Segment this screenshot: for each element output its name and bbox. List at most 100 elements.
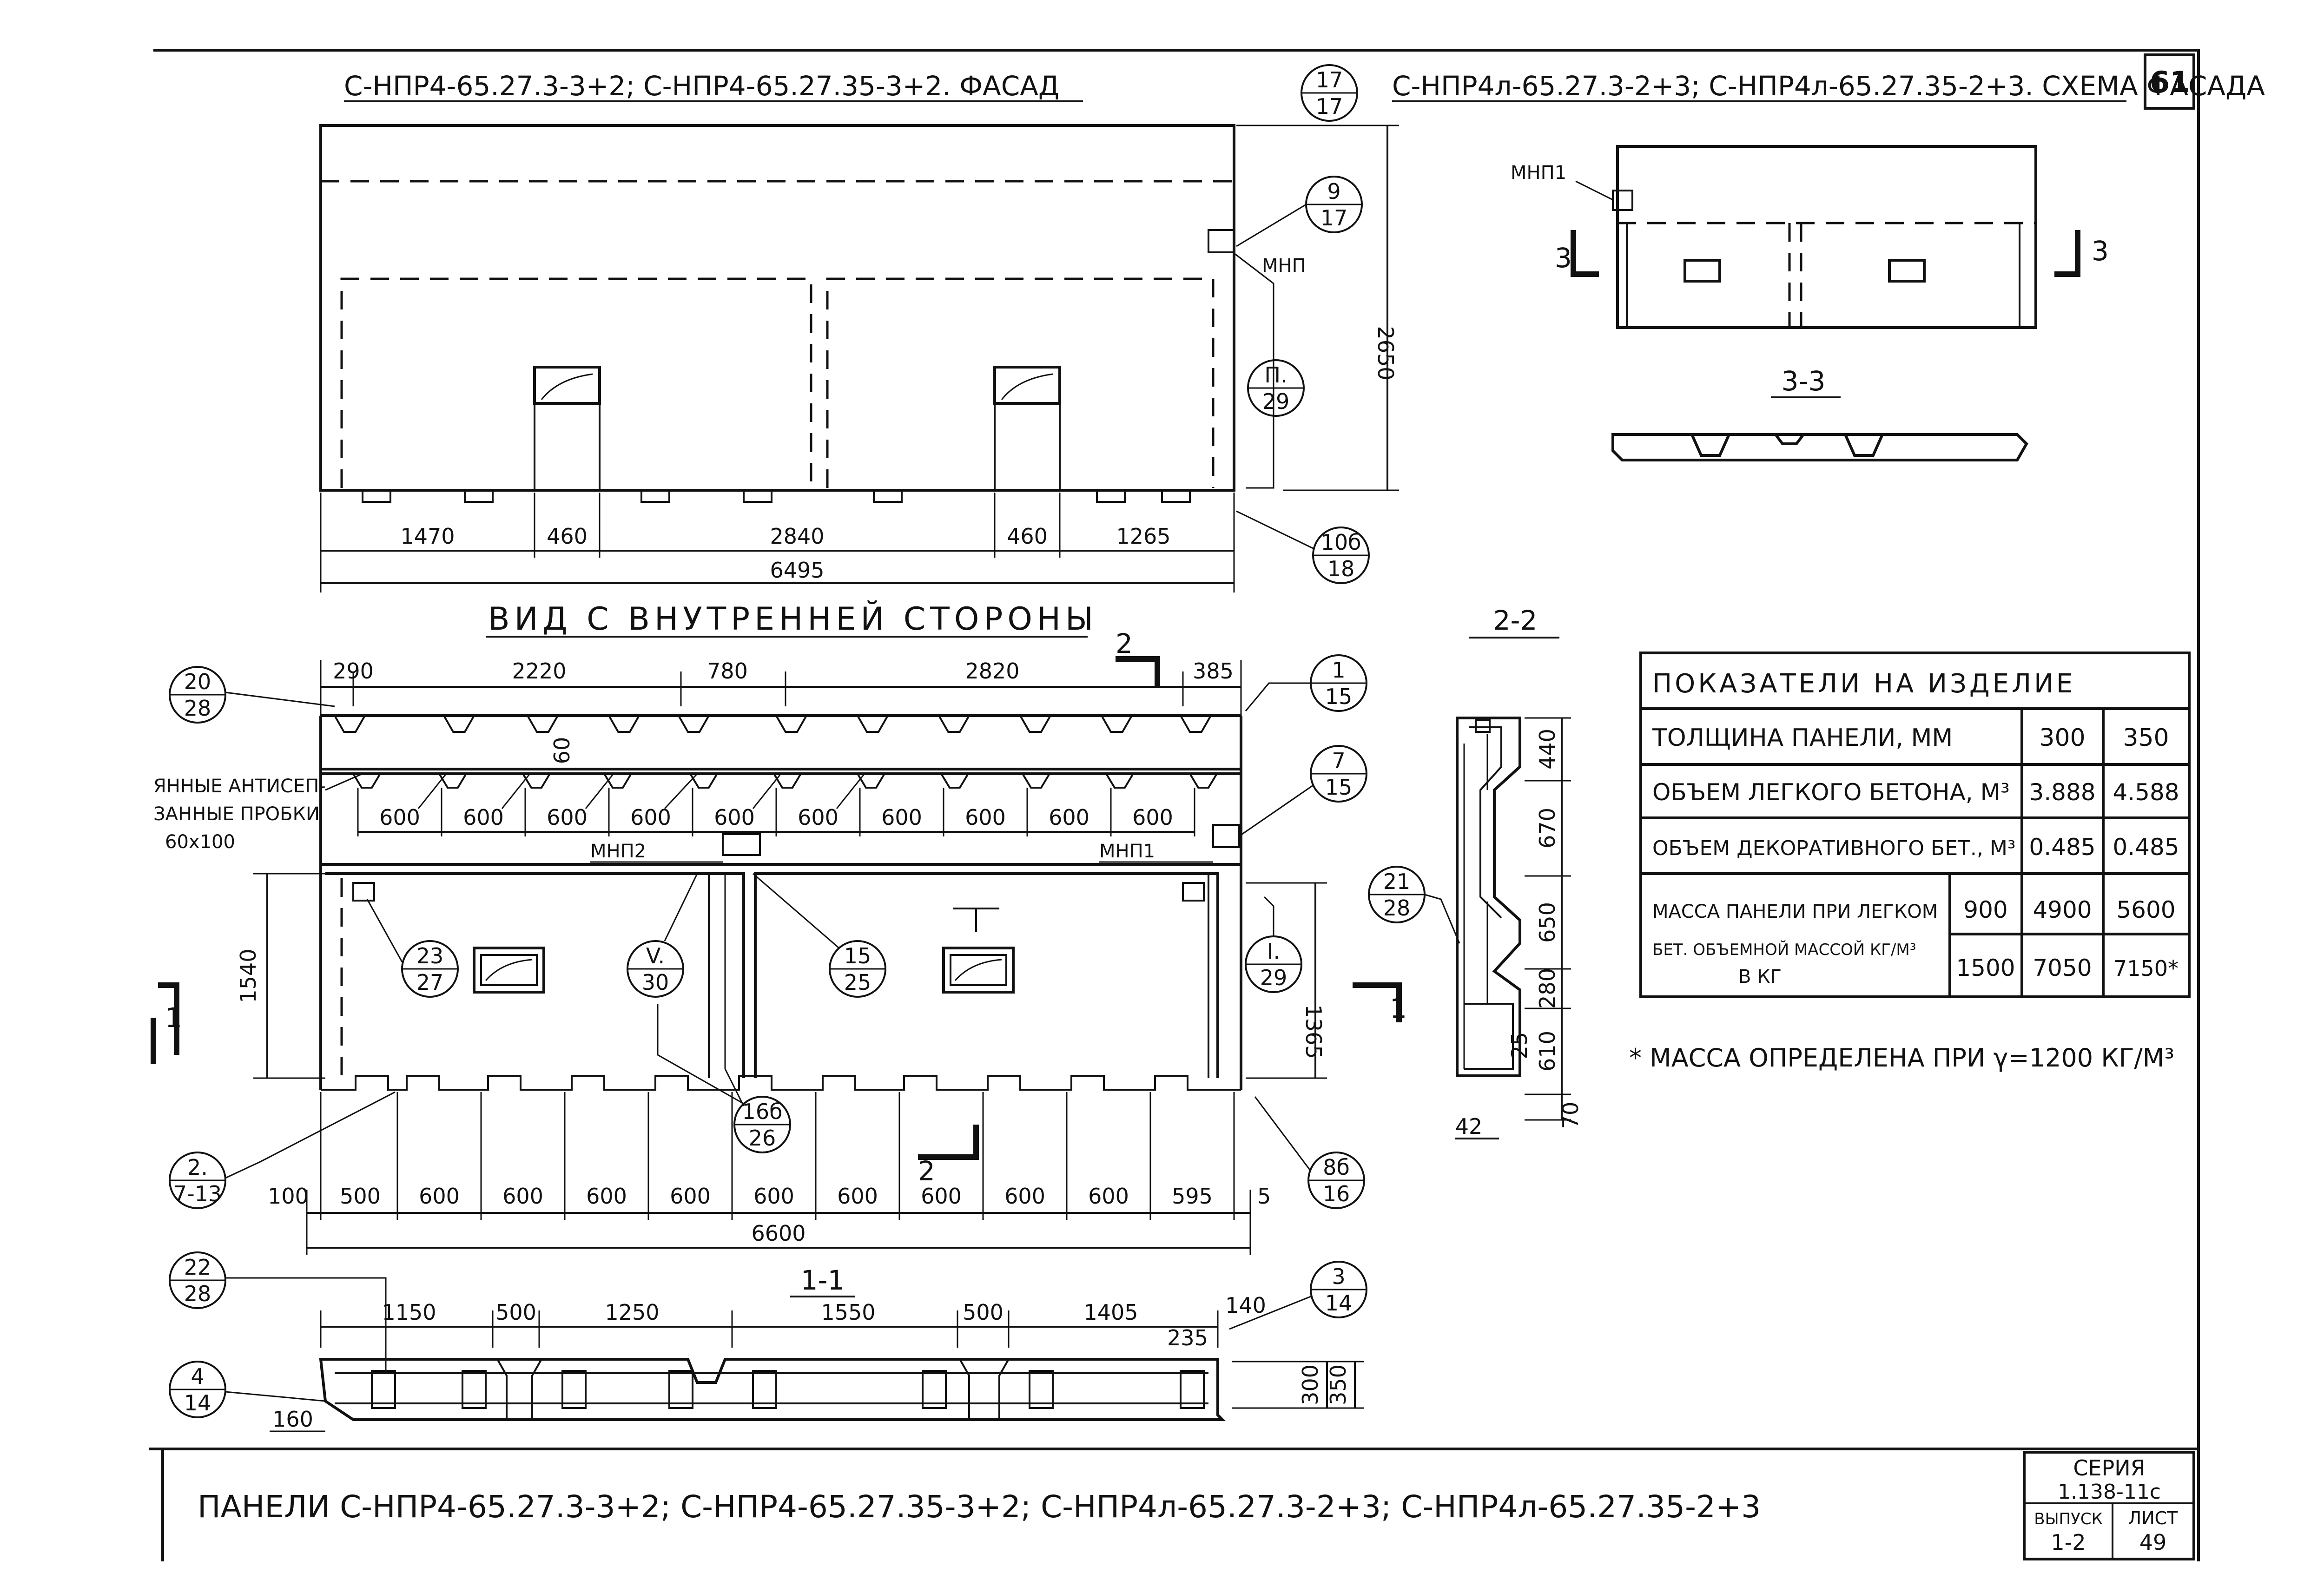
scheme-mnp1-label: МНП1: [1511, 162, 1566, 184]
svg-text:1550: 1550: [821, 1300, 875, 1325]
sheet-value: 49: [2139, 1530, 2167, 1555]
sheet-number-box: [2144, 53, 2195, 110]
svg-text:4900: 4900: [2033, 896, 2092, 923]
svg-text:29: 29: [1262, 389, 1290, 414]
inner-bottom-dimensions: 100 500 600 600 600 600 600 600 600 600 …: [268, 1092, 1271, 1255]
svg-text:8б: 8б: [1323, 1155, 1350, 1180]
callout-17-17: 17 17: [1301, 64, 1358, 122]
section-22-title: 2-2: [1493, 605, 1538, 636]
svg-text:500: 500: [495, 1300, 536, 1325]
section-33-profile: [1611, 433, 2028, 461]
svg-text:3.888: 3.888: [2029, 779, 2095, 806]
facade-dimensions: 1470 460 2840 460 1265 6495 2650: [320, 125, 1399, 592]
svg-text:600: 600: [837, 1184, 878, 1209]
mass-label-2: БЕТ. ОБЪЕМНОЙ МАССОЙ КГ/М³: [1652, 940, 1916, 959]
svg-text:3: 3: [1332, 1264, 1345, 1289]
svg-text:440: 440: [1535, 729, 1560, 770]
svg-text:670: 670: [1535, 808, 1560, 849]
svg-text:600: 600: [1088, 1184, 1129, 1209]
svg-text:7050: 7050: [2033, 954, 2092, 981]
svg-text:600: 600: [753, 1184, 794, 1209]
row-light-concrete-label: ОБЪЕМ ЛЕГКОГО БЕТОНА, М³: [1652, 779, 2010, 806]
facade-title: С-НПР4-65.27.3-3+2; С-НПР4-65.27.35-3+2.…: [344, 70, 1059, 102]
callout-15-25: 15 25: [753, 873, 886, 998]
svg-text:42: 42: [1455, 1114, 1483, 1139]
svg-text:15: 15: [1325, 684, 1353, 709]
callout-8b-16: 8б 16: [1254, 1096, 1365, 1209]
sheet-frame: 61: [149, 49, 2200, 1561]
svg-text:1500: 1500: [1956, 954, 2015, 981]
callout-10b-18: 10б 18: [1236, 510, 1370, 584]
facade-scheme: [1571, 145, 2080, 329]
section-11-title: 1-1: [801, 1264, 845, 1296]
svg-text:2: 2: [918, 1155, 935, 1187]
svg-text:7150*: 7150*: [2113, 956, 2179, 981]
facade-dim-2: 460: [547, 524, 588, 549]
section-22-profile: [1456, 717, 1521, 1077]
svg-text:15: 15: [1325, 775, 1353, 800]
inner-window-right: [942, 947, 1015, 994]
callout-23-27: 23 27: [366, 899, 459, 998]
svg-text:280: 280: [1535, 968, 1560, 1009]
mnp1-insert: [1212, 824, 1240, 848]
insert-spacing-dimensions: 600 600 600 600 600 600 600 600 600 600 …: [357, 737, 1195, 836]
indicators-table: ПОКАЗАТЕЛИ НА ИЗДЕЛИЕ ТОЛЩИНА ПАНЕЛИ, ММ…: [1639, 652, 2191, 998]
svg-text:6600: 6600: [751, 1221, 805, 1246]
svg-text:18: 18: [1327, 556, 1355, 581]
mass-label-3: В КГ: [1738, 966, 1782, 987]
bottom-title: ПАНЕЛИ С-НПР4-65.27.3-3+2; С-НПР4-65.27.…: [198, 1489, 1761, 1525]
section-11-profile: [319, 1358, 1226, 1421]
svg-text:10б: 10б: [1321, 530, 1361, 555]
svg-text:300: 300: [2039, 724, 2085, 752]
svg-text:16б: 16б: [742, 1099, 783, 1124]
svg-text:600: 600: [379, 805, 420, 830]
svg-text:1: 1: [1332, 658, 1345, 683]
inner-panel: [319, 714, 1242, 1091]
svg-text:610: 610: [1535, 1031, 1560, 1072]
svg-text:2: 2: [1116, 628, 1133, 659]
inner-view-title: ВИД С ВНУТРЕННЕЙ СТОРОНЫ: [488, 600, 1098, 638]
facade-mnp-label: МНП: [1262, 255, 1306, 276]
svg-text:V.: V.: [646, 943, 665, 968]
facade-window-right: [993, 366, 1061, 405]
svg-text:600: 600: [502, 1184, 543, 1209]
svg-text:160: 160: [272, 1407, 313, 1432]
svg-text:600: 600: [1004, 1184, 1045, 1209]
svg-text:600: 600: [798, 805, 838, 830]
callout-4-14: 4 14: [169, 1361, 326, 1418]
svg-text:I.: I.: [1267, 939, 1280, 964]
section-33-title: 3-3: [1782, 365, 1826, 397]
svg-text:28: 28: [184, 696, 211, 721]
svg-text:28: 28: [1383, 895, 1411, 921]
svg-text:235: 235: [1167, 1325, 1208, 1350]
svg-text:21: 21: [1383, 869, 1411, 894]
svg-text:595: 595: [1172, 1184, 1213, 1209]
svg-text:600: 600: [921, 1184, 962, 1209]
svg-text:23: 23: [416, 943, 444, 968]
svg-text:600: 600: [586, 1184, 627, 1209]
svg-text:100: 100: [268, 1184, 309, 1209]
sheet-label: ЛИСТ: [2128, 1508, 2179, 1528]
svg-text:14: 14: [184, 1390, 211, 1415]
svg-text:600: 600: [1132, 805, 1173, 830]
inner-right-section-mark: 1: [1390, 993, 1407, 1024]
svg-text:27: 27: [416, 970, 444, 995]
svg-text:500: 500: [963, 1300, 1004, 1325]
svg-text:600: 600: [965, 805, 1006, 830]
section-22-dimensions: 440 670 650 280 610 70 25 42: [1455, 717, 1583, 1139]
svg-text:20: 20: [184, 669, 211, 694]
sheet-number: 61: [2150, 65, 2190, 99]
inner-mnp1-label: МНП1: [1099, 841, 1155, 862]
antiseptic-note: ЯННЫЕ АНТИСЕП- ЗАННЫЕ ПРОБКИ 60х100: [153, 776, 326, 853]
callout-3-14: 3 14: [1229, 1261, 1367, 1330]
svg-text:25: 25: [1507, 1032, 1532, 1060]
issue-label: ВЫПУСК: [2034, 1510, 2103, 1528]
callout-i-29: I. 29: [1245, 896, 1302, 993]
svg-text:600: 600: [419, 1184, 460, 1209]
svg-text:2820: 2820: [965, 658, 1019, 684]
svg-text:14: 14: [1325, 1290, 1353, 1316]
facade-dim-1: 1470: [400, 524, 455, 549]
facade-dim-5: 1265: [1116, 524, 1170, 549]
antiseptic-leaders: [325, 773, 865, 810]
